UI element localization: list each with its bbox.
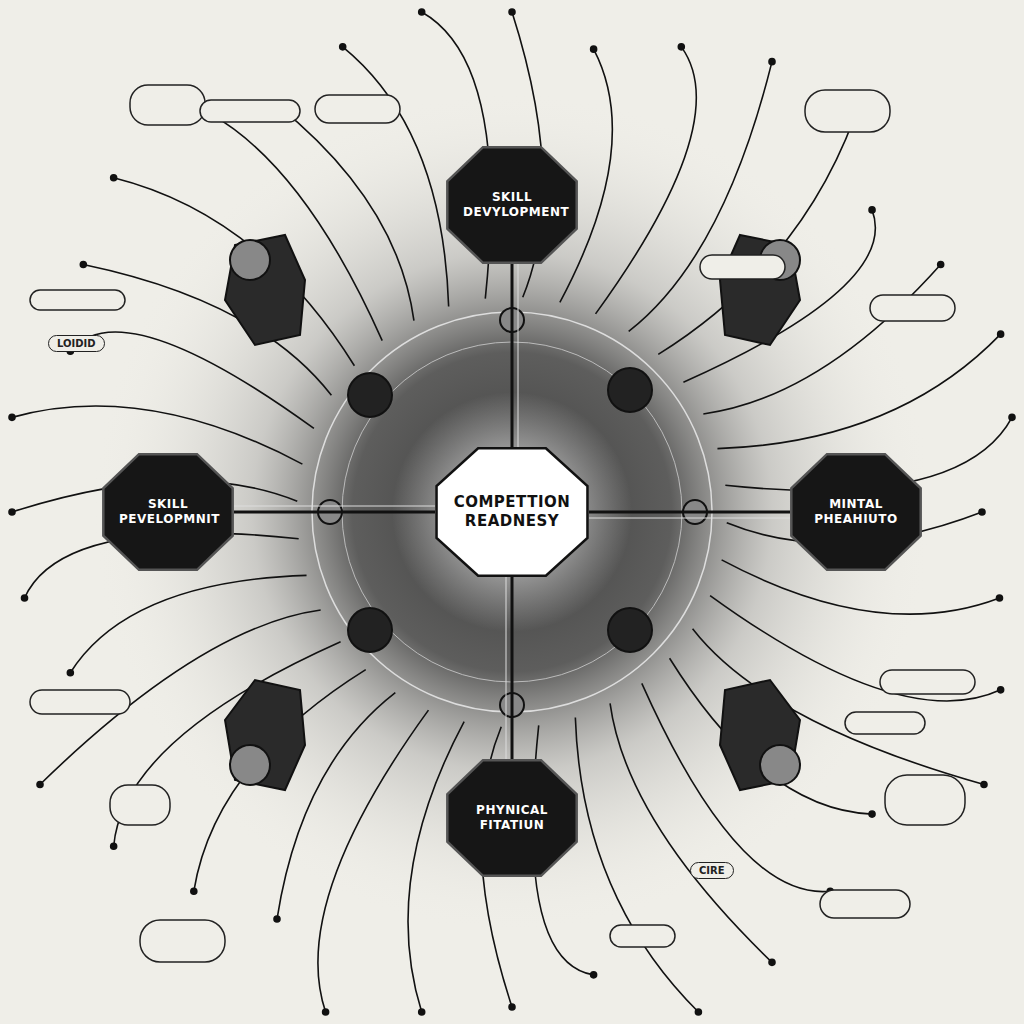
branch-line <box>683 210 875 382</box>
node-label: PHYNICAL FITATIUN <box>463 803 561 833</box>
branch-dot <box>37 782 43 788</box>
branch-dot <box>509 1004 515 1010</box>
branch-dot <box>340 44 346 50</box>
branch-line <box>114 178 355 366</box>
node-label: SKILL PEVELOPMNIT <box>119 497 217 527</box>
branch-dot <box>996 595 1002 601</box>
branch-dot <box>9 509 15 515</box>
branch-dot <box>67 670 73 676</box>
branch-dot <box>678 44 684 50</box>
branch-dot <box>981 782 987 788</box>
branch-line <box>194 670 366 892</box>
node-label: COMPETTION READNESY <box>452 493 572 531</box>
node-label: MINTAL PHEAHIUTO <box>807 497 905 527</box>
branch-line <box>70 575 306 672</box>
branch-dot <box>869 207 875 213</box>
branch-dot <box>22 595 28 601</box>
category-hexagon: MINTAL PHEAHIUTO <box>790 453 922 571</box>
category-hexagon: PHYNICAL FITATIUN <box>446 759 578 877</box>
branch-dot <box>998 687 1004 693</box>
connector-line <box>589 512 790 518</box>
branch-line <box>596 47 697 314</box>
branch-dot <box>419 9 425 15</box>
branch-dot <box>419 1009 425 1015</box>
branch-dot <box>695 1009 701 1015</box>
branch-dot <box>769 59 775 65</box>
branch-line <box>670 658 872 814</box>
branch-line <box>408 722 464 1012</box>
branch-dot <box>191 888 197 894</box>
branch-dot <box>998 331 1004 337</box>
category-hexagon: SKILL PEVELOPMNIT <box>102 453 234 571</box>
branch-line <box>658 95 862 355</box>
node-label: SKILL DEVYLOPMENT <box>463 190 561 220</box>
connector-line <box>506 577 512 759</box>
branch-dot <box>979 509 985 515</box>
branch-line <box>575 717 698 1012</box>
branch-dot <box>274 916 280 922</box>
center-hexagon: COMPETTION READNESY <box>435 447 589 577</box>
branch-dot <box>80 262 86 268</box>
branch-dot <box>1009 414 1015 420</box>
branch-dot <box>323 1009 329 1015</box>
branch-dot <box>9 414 15 420</box>
pill-label: LOIDID <box>48 335 105 352</box>
branch-dot <box>591 46 597 52</box>
branch-line <box>343 47 449 307</box>
branch-line <box>717 334 1000 449</box>
branch-line <box>70 332 314 429</box>
branch-dot <box>111 843 117 849</box>
branch-dot <box>938 262 944 268</box>
branch-dot <box>769 959 775 965</box>
connector-line <box>512 264 518 447</box>
branch-dot <box>869 811 875 817</box>
branch-dot <box>591 972 597 978</box>
branch-line <box>318 710 429 1012</box>
category-hexagon: SKILL DEVYLOPMENT <box>446 146 578 264</box>
branch-dot <box>509 9 515 15</box>
pill-label: CIRE <box>690 862 734 879</box>
connector-line <box>234 506 435 512</box>
branch-dot <box>111 175 117 181</box>
